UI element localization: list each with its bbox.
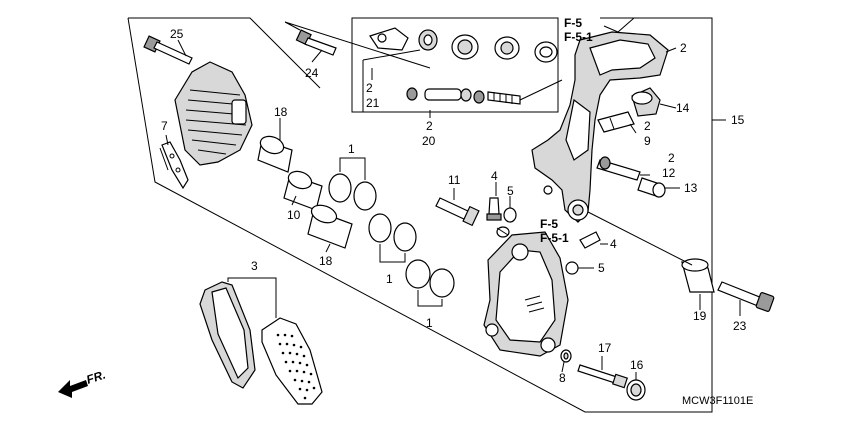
seal-kit-frame <box>351 17 559 113</box>
label-17: 17 <box>598 341 612 355</box>
label-13: 13 <box>684 181 698 195</box>
caliper-cover <box>174 61 253 166</box>
ref-callout-mid: F-5 F-5-1 <box>540 217 569 245</box>
front-arrow-icon <box>58 380 88 398</box>
label-21: 21 <box>366 96 380 110</box>
banjo-bolt <box>496 226 510 238</box>
pin-12 <box>596 156 641 181</box>
brake-pad-set <box>199 277 323 405</box>
collar-18-upper <box>257 135 293 173</box>
pad-spring <box>159 141 189 190</box>
leader-kit <box>519 79 563 101</box>
label-16: 16 <box>630 358 644 372</box>
pad-retainer-9 <box>597 111 635 133</box>
bolt-23 <box>717 281 775 312</box>
bolt-24 <box>295 29 337 56</box>
label-2-pin: 2 <box>668 151 675 165</box>
bleeder-cap-5-lower <box>565 261 579 275</box>
boot-14 <box>631 87 661 117</box>
label-8: 8 <box>559 371 566 385</box>
label-20: 20 <box>422 134 436 148</box>
brake-pad-inner <box>261 317 323 405</box>
label-12: 12 <box>662 166 676 180</box>
label-1-top: 1 <box>348 142 355 156</box>
front-direction-indicator: FR. <box>58 368 107 398</box>
boot-part-b <box>494 36 520 60</box>
boundary-line-top-left <box>128 17 321 89</box>
label-18-upper: 18 <box>274 105 288 119</box>
label-2-kit: 2 <box>366 81 373 95</box>
leader-1b <box>379 244 406 263</box>
pin-17 <box>577 364 629 389</box>
label-7: 7 <box>161 119 168 133</box>
label-2-retainer: 2 <box>644 119 651 133</box>
label-leaders <box>165 39 741 380</box>
collar-18-lower <box>307 204 353 249</box>
leader-1a <box>339 157 366 180</box>
label-25: 25 <box>170 27 184 41</box>
label-4-upper: 4 <box>491 169 498 183</box>
leader-19 <box>587 211 693 266</box>
boundary-line <box>127 17 713 413</box>
collar-10 <box>283 170 323 211</box>
bleeder-4-upper <box>486 197 502 221</box>
seal-ring-part <box>534 41 558 63</box>
label-1-mid: 1 <box>386 272 393 286</box>
ref-callout-top: F-5 F-5-1 <box>564 16 635 44</box>
label-4-lower: 4 <box>610 237 617 251</box>
ref-f51-top: F-5-1 <box>564 30 593 44</box>
leader-3 <box>227 277 277 318</box>
label-1-bottom: 1 <box>426 316 433 330</box>
washer-8 <box>560 349 572 363</box>
label-5-lower: 5 <box>598 261 605 275</box>
diagram-code: MCW3F1101E <box>682 395 753 407</box>
ref-f5-top: F-5 <box>564 16 582 30</box>
label-5-upper: 5 <box>507 184 514 198</box>
plug-16 <box>626 379 646 401</box>
kit-bracket-top <box>362 49 421 61</box>
pin-13 <box>637 177 666 198</box>
label-2-pinkit: 2 <box>426 119 433 133</box>
slide-pin-boot-part <box>369 27 438 51</box>
bolt-25 <box>143 35 193 65</box>
bleeder-cap-5-upper <box>503 207 517 223</box>
label-2-bracket: 2 <box>680 41 687 55</box>
label-3: 3 <box>251 259 258 273</box>
label-11: 11 <box>448 173 461 187</box>
caliper-body <box>483 231 569 357</box>
slide-pin-11 <box>435 197 480 227</box>
caliper-logo <box>524 295 545 313</box>
assembly-outline <box>127 17 726 413</box>
ref-f51-mid: F-5-1 <box>540 231 569 245</box>
label-10: 10 <box>287 208 301 222</box>
label-18-lower: 18 <box>319 254 333 268</box>
label-24: 24 <box>305 66 319 80</box>
seal-kit-box <box>351 17 563 113</box>
front-label: FR. <box>85 368 108 387</box>
ref-f5-mid: F-5 <box>540 217 558 231</box>
pin-kit-parts <box>406 87 521 105</box>
bolt-24-leader <box>284 21 431 69</box>
bleeder-4-lower <box>579 231 601 249</box>
ref-arrow-top <box>603 17 635 33</box>
label-15: 15 <box>731 113 745 127</box>
piston-seals <box>328 173 455 298</box>
label-19: 19 <box>693 309 707 323</box>
label-23: 23 <box>733 319 747 333</box>
collar-19 <box>681 258 715 293</box>
pad-dot-pattern <box>276 333 316 400</box>
part-labels: 25 24 2 21 2 20 18 7 10 18 1 1 1 3 11 4 … <box>161 27 747 385</box>
leader-1c <box>417 290 443 307</box>
label-9: 9 <box>644 134 651 148</box>
caliper-bracket <box>531 31 669 223</box>
boot-part-a <box>451 34 479 60</box>
label-14: 14 <box>676 101 690 115</box>
